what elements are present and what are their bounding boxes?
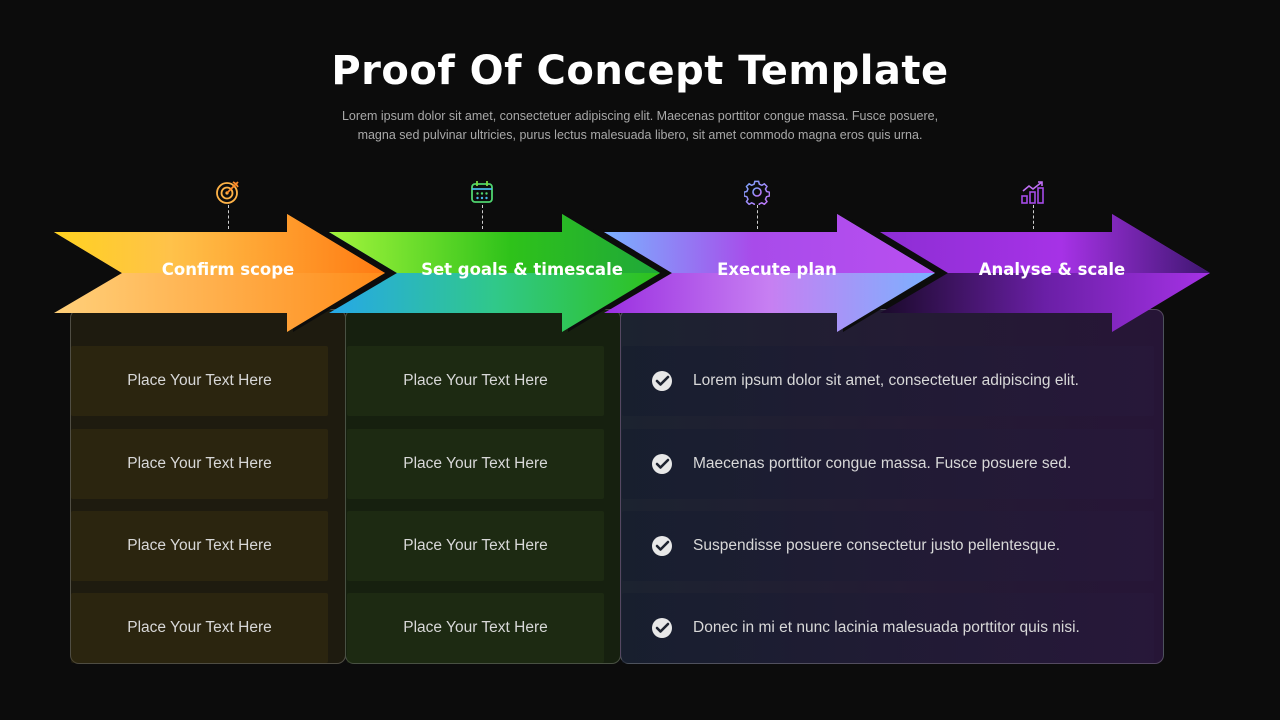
list-item: Place Your Text Here (347, 346, 604, 416)
step-label-3: Execute plan (717, 260, 837, 279)
checklist-item: Lorem ipsum dolor sit amet, consectetuer… (622, 346, 1154, 416)
connector-2 (482, 205, 483, 229)
cell-text: Place Your Text Here (403, 455, 548, 472)
connector-1 (228, 205, 229, 229)
checklist-item: Maecenas porttitor congue massa. Fusce p… (622, 429, 1154, 499)
cell-text: Place Your Text Here (127, 537, 272, 554)
page-title: Proof Of Concept Template (331, 48, 949, 94)
checklist-text: Suspendisse posuere consectetur justo pe… (693, 537, 1061, 554)
checklist-text: Maecenas porttitor congue massa. Fusce p… (693, 455, 1072, 472)
cell-text: Place Your Text Here (127, 619, 272, 636)
step-label-1: Confirm scope (161, 260, 295, 279)
list-item: Place Your Text Here (71, 593, 328, 663)
list-item: Place Your Text Here (347, 511, 604, 581)
subtitle-line-1: Lorem ipsum dolor sit amet, consectetuer… (341, 109, 939, 123)
check-icon (652, 454, 672, 474)
column-panel-1 (70, 309, 346, 664)
subtitle-line-2: magna sed pulvinar ultricies, purus lect… (357, 128, 923, 142)
list-item: Place Your Text Here (347, 429, 604, 499)
cell-text: Place Your Text Here (403, 619, 548, 636)
list-item: Place Your Text Here (347, 593, 604, 663)
connector-4 (1033, 205, 1034, 229)
step-label-2: Set goals & timescale (421, 260, 623, 279)
cell-text: Place Your Text Here (403, 372, 548, 389)
check-icon (652, 371, 672, 391)
growth-chart-icon (1021, 181, 1044, 204)
check-icon (652, 536, 672, 556)
checklist-text: Donec in mi et nunc lacinia malesuada po… (693, 619, 1080, 636)
check-icon (652, 618, 672, 638)
connector-3 (757, 205, 758, 229)
checklist-item: Suspendisse posuere consectetur justo pe… (622, 511, 1154, 581)
page-subtitle: Lorem ipsum dolor sit amet, consectetuer… (300, 107, 980, 145)
step-label-4: Analyse & scale (978, 260, 1126, 279)
gear-icon (744, 180, 770, 205)
list-item: Place Your Text Here (71, 346, 328, 416)
list-item: Place Your Text Here (71, 511, 328, 581)
calendar-icon (471, 181, 493, 203)
cell-text: Place Your Text Here (127, 455, 272, 472)
checklist-item: Donec in mi et nunc lacinia malesuada po… (622, 593, 1154, 663)
list-item: Place Your Text Here (71, 429, 328, 499)
checklist-text: Lorem ipsum dolor sit amet, consectetuer… (693, 372, 1079, 389)
cell-text: Place Your Text Here (403, 537, 548, 554)
target-icon (216, 181, 239, 204)
cell-text: Place Your Text Here (127, 372, 272, 389)
